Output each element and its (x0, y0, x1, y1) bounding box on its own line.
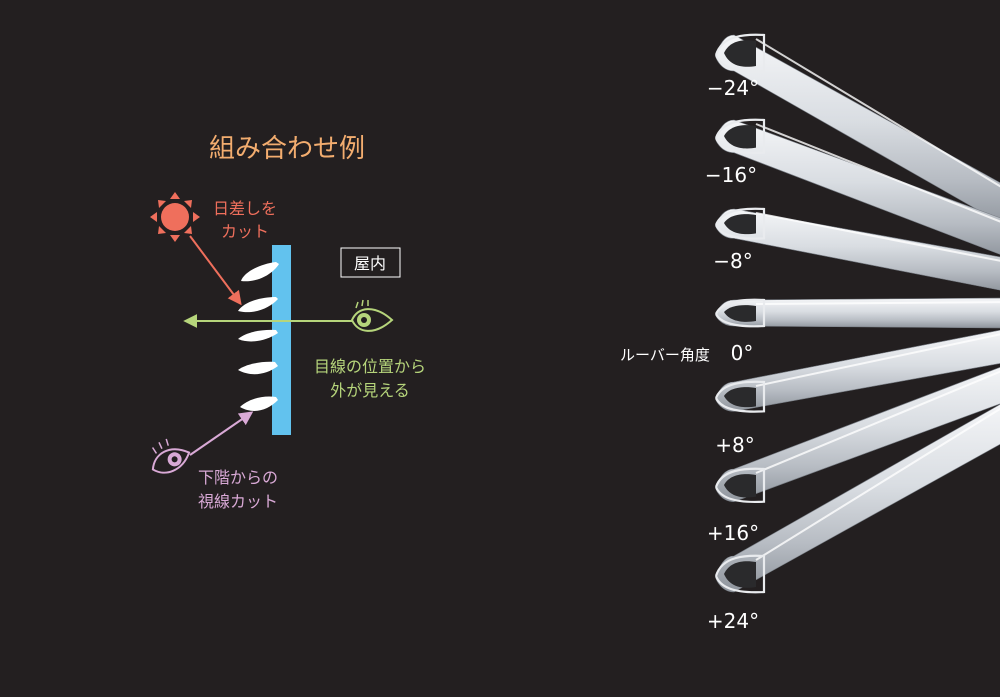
diagram-title: 組み合わせ例 (209, 134, 365, 164)
sun-icon (150, 192, 200, 242)
louver-channel (724, 474, 756, 498)
louver-profile (714, 297, 1000, 329)
louver-profile (714, 33, 1000, 223)
blade (238, 361, 278, 375)
louver-end-face (714, 467, 766, 504)
angle-label: 0° (731, 341, 754, 365)
louver-ridge (755, 333, 1000, 387)
louver-channel (724, 305, 756, 322)
sun-label-line1: 日差しを (213, 199, 277, 218)
louver-profiles (714, 33, 1000, 594)
louver-channel (724, 214, 756, 235)
louver-end-face (714, 380, 766, 413)
louver-blades (238, 262, 279, 411)
louver-end-face (714, 298, 766, 328)
angle-label: −24° (707, 76, 759, 100)
blade (238, 297, 278, 313)
eye-from-below-icon (151, 438, 191, 474)
lower-label-line2: 視線カット (198, 492, 278, 511)
eye-icon (350, 299, 394, 332)
blade (240, 396, 278, 411)
louver-channel (724, 125, 756, 149)
louver-profile (714, 329, 1000, 413)
louver-ridge (755, 407, 1000, 561)
louver-profile (714, 118, 1000, 255)
louver-ridge (755, 370, 1000, 474)
louver-end-face (714, 207, 766, 240)
lower-label-line1: 下階からの (198, 468, 278, 487)
louver-profile (714, 207, 1000, 291)
lower-arrow (189, 411, 254, 456)
sun-label-line2: カット (221, 222, 269, 241)
angle-label: −8° (713, 249, 752, 273)
louver-profile (714, 367, 1000, 504)
louver-profile (714, 404, 1000, 594)
angle-label: +8° (715, 433, 754, 457)
indoor-label-box (340, 247, 401, 278)
louver-channel (724, 40, 756, 67)
louver-channel (724, 561, 756, 588)
glass-pane (272, 245, 291, 435)
louver-end-face (714, 118, 766, 155)
angle-label: +24° (707, 609, 759, 633)
angle-label: +16° (707, 521, 759, 545)
blade (238, 329, 278, 342)
louver-end-face (714, 33, 766, 73)
sun-arrow (189, 235, 242, 306)
louver-ridge (755, 301, 1000, 305)
angle-label: −16° (705, 163, 757, 187)
louver-ridge (755, 38, 1000, 188)
indoor-label: 屋内 (354, 254, 386, 273)
louver-ridge (755, 212, 1000, 262)
view-label-line1: 目線の位置から (314, 357, 426, 376)
view-label-line2: 外が見える (330, 381, 410, 400)
louver-channel (724, 387, 756, 408)
blade (241, 262, 279, 282)
louver-angle-label: ルーバー角度 (620, 346, 710, 364)
louver-ridge (755, 123, 1000, 223)
louver-end-face (714, 554, 766, 594)
